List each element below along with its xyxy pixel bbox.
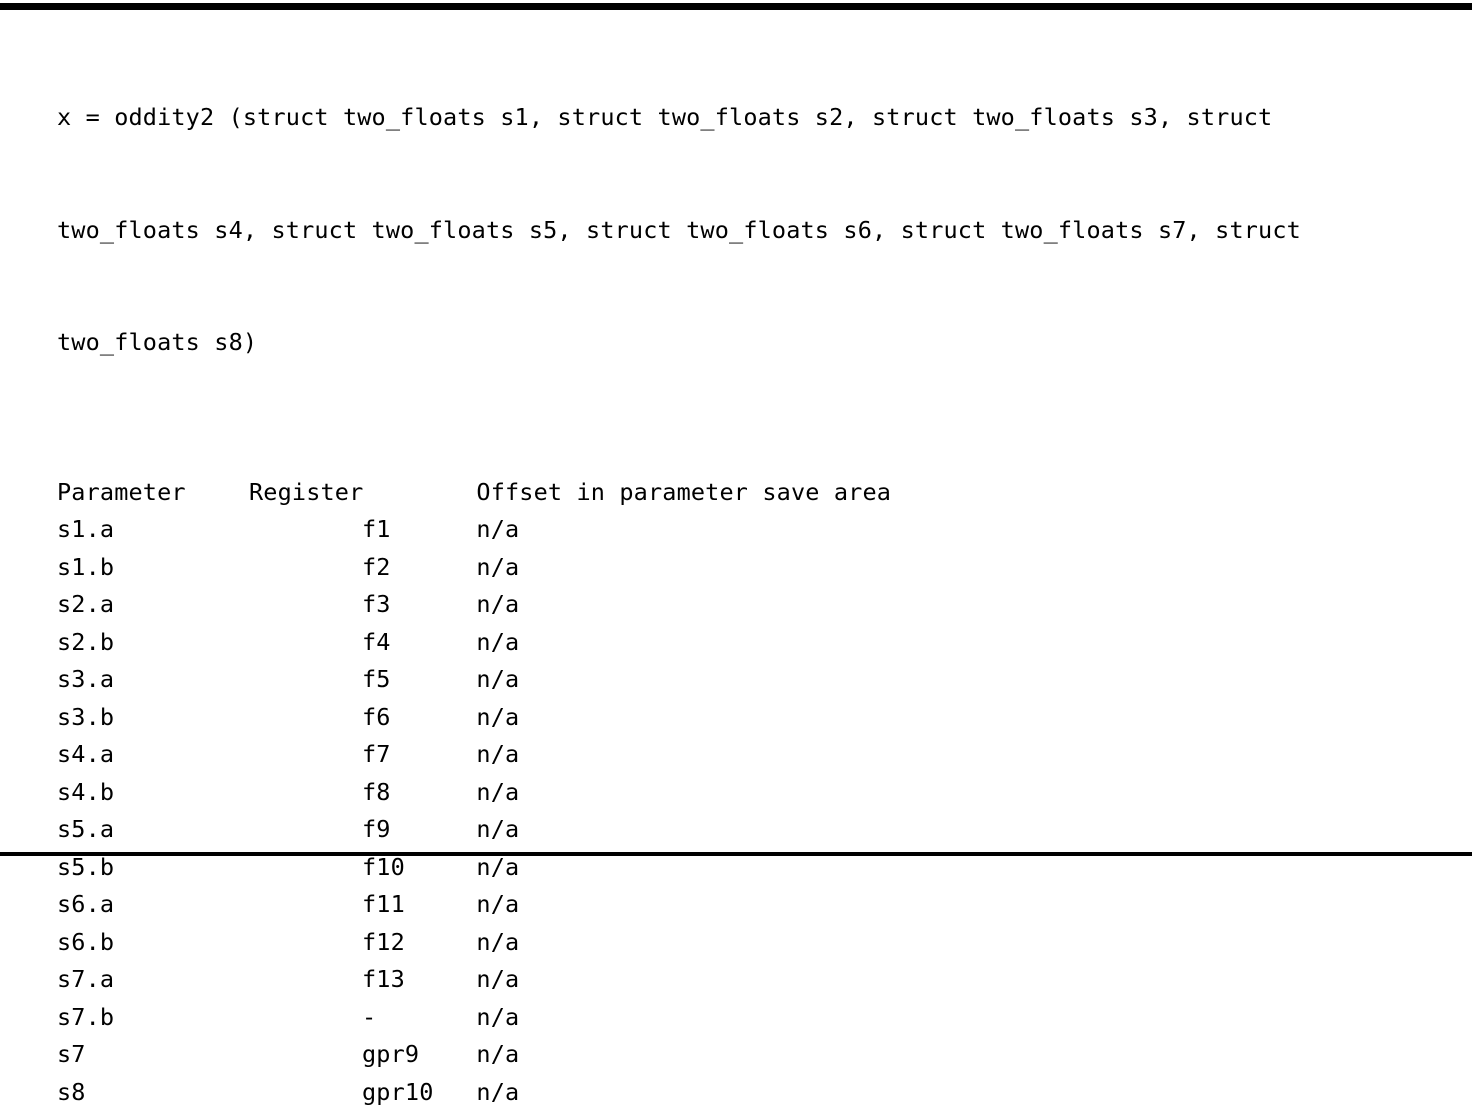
cell-parameter: s7.b bbox=[57, 999, 362, 1037]
signature-line-1: x = oddity2 (struct two_floats s1, struc… bbox=[57, 99, 1417, 137]
cell-offset: n/a bbox=[476, 1036, 1076, 1074]
column-header-register: Register bbox=[249, 474, 363, 512]
cell-register: f3 bbox=[362, 586, 476, 624]
cell-offset: n/a bbox=[476, 586, 1076, 624]
cell-register: - bbox=[362, 999, 476, 1037]
top-horizontal-rule bbox=[0, 3, 1472, 10]
function-signature: x = oddity2 (struct two_floats s1, struc… bbox=[57, 24, 1417, 437]
parameter-register-table: Parameter Register Offset in parameter s… bbox=[57, 474, 1076, 1111]
cell-offset: n/a bbox=[476, 774, 1076, 812]
table-row: s7.b-n/a bbox=[57, 999, 1076, 1037]
cell-parameter: s6.b bbox=[57, 924, 362, 962]
table-header-row: Parameter Register Offset in parameter s… bbox=[57, 474, 1076, 512]
document-page: x = oddity2 (struct two_floats s1, struc… bbox=[0, 0, 1472, 866]
cell-offset: n/a bbox=[476, 999, 1076, 1037]
cell-parameter: s5.a bbox=[57, 811, 362, 849]
cell-register: f7 bbox=[362, 736, 476, 774]
cell-parameter: s1.a bbox=[57, 511, 362, 549]
cell-offset: n/a bbox=[476, 511, 1076, 549]
cell-register: f11 bbox=[362, 886, 476, 924]
cell-register: f9 bbox=[362, 811, 476, 849]
bottom-horizontal-rule bbox=[0, 852, 1472, 856]
cell-offset: n/a bbox=[476, 1074, 1076, 1111]
cell-offset: n/a bbox=[476, 811, 1076, 849]
cell-register: f4 bbox=[362, 624, 476, 662]
cell-parameter: s2.b bbox=[57, 624, 362, 662]
table-head: Parameter Register Offset in parameter s… bbox=[57, 474, 1076, 512]
cell-parameter: s4.a bbox=[57, 736, 362, 774]
cell-register: gpr9 bbox=[362, 1036, 476, 1074]
cell-offset: n/a bbox=[476, 549, 1076, 587]
document-content: x = oddity2 (struct two_floats s1, struc… bbox=[57, 24, 1417, 1111]
cell-parameter: s8 bbox=[57, 1074, 362, 1111]
cell-offset: n/a bbox=[476, 924, 1076, 962]
signature-table-spacer bbox=[57, 437, 1417, 474]
cell-register: f2 bbox=[362, 549, 476, 587]
cell-parameter: s7.a bbox=[57, 961, 362, 999]
cell-parameter: s2.a bbox=[57, 586, 362, 624]
cell-register: f12 bbox=[362, 924, 476, 962]
cell-register: f1 bbox=[362, 511, 476, 549]
cell-offset: n/a bbox=[476, 661, 1076, 699]
cell-parameter: s3.a bbox=[57, 661, 362, 699]
signature-line-3: two_floats s8) bbox=[57, 324, 1417, 362]
cell-offset: n/a bbox=[476, 624, 1076, 662]
signature-line-2: two_floats s4, struct two_floats s5, str… bbox=[57, 212, 1417, 250]
cell-register: f5 bbox=[362, 661, 476, 699]
cell-register: gpr10 bbox=[362, 1074, 476, 1111]
cell-parameter: s3.b bbox=[57, 699, 362, 737]
cell-offset: n/a bbox=[476, 699, 1076, 737]
cell-parameter: s1.b bbox=[57, 549, 362, 587]
cell-offset: n/a bbox=[476, 961, 1076, 999]
cell-register: f6 bbox=[362, 699, 476, 737]
cell-register: f8 bbox=[362, 774, 476, 812]
cell-offset: n/a bbox=[476, 886, 1076, 924]
cell-parameter: s6.a bbox=[57, 886, 362, 924]
cell-parameter: s4.b bbox=[57, 774, 362, 812]
cell-register: f13 bbox=[362, 961, 476, 999]
column-header-offset: Offset in parameter save area bbox=[476, 474, 1076, 512]
cell-parameter: s7 bbox=[57, 1036, 362, 1074]
column-header-register-cell: Register bbox=[362, 474, 476, 512]
cell-offset: n/a bbox=[476, 736, 1076, 774]
